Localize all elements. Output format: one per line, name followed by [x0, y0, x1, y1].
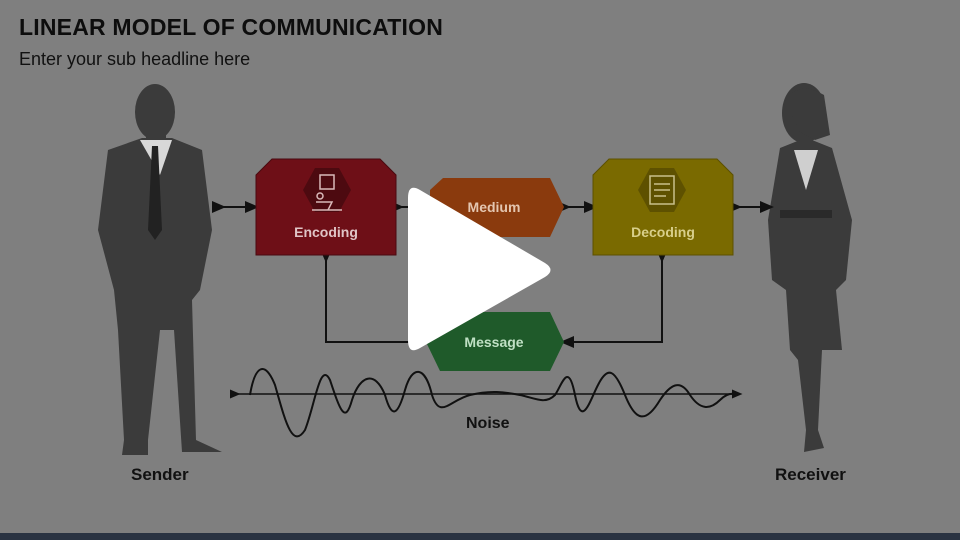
slide-title: LINEAR MODEL OF COMMUNICATION [19, 14, 444, 40]
noise-label: Noise [466, 415, 510, 432]
receiver-silhouette [768, 83, 852, 452]
sender-silhouette [98, 84, 222, 455]
writing-desk-icon [312, 174, 342, 211]
slide-subtitle: Enter your sub headline here [19, 49, 251, 69]
message-label: Message [464, 334, 524, 350]
document-reading-icon [649, 175, 675, 205]
play-icon[interactable] [408, 187, 551, 351]
sender-label: Sender [131, 465, 189, 484]
medium-label: Medium [467, 199, 521, 215]
decoding-label: Decoding [631, 224, 695, 240]
encoding-label: Encoding [294, 224, 358, 240]
message-box [426, 312, 564, 371]
noise-wave [249, 368, 736, 438]
video-bottom-bar [0, 533, 960, 540]
receiver-label: Receiver [775, 465, 846, 484]
